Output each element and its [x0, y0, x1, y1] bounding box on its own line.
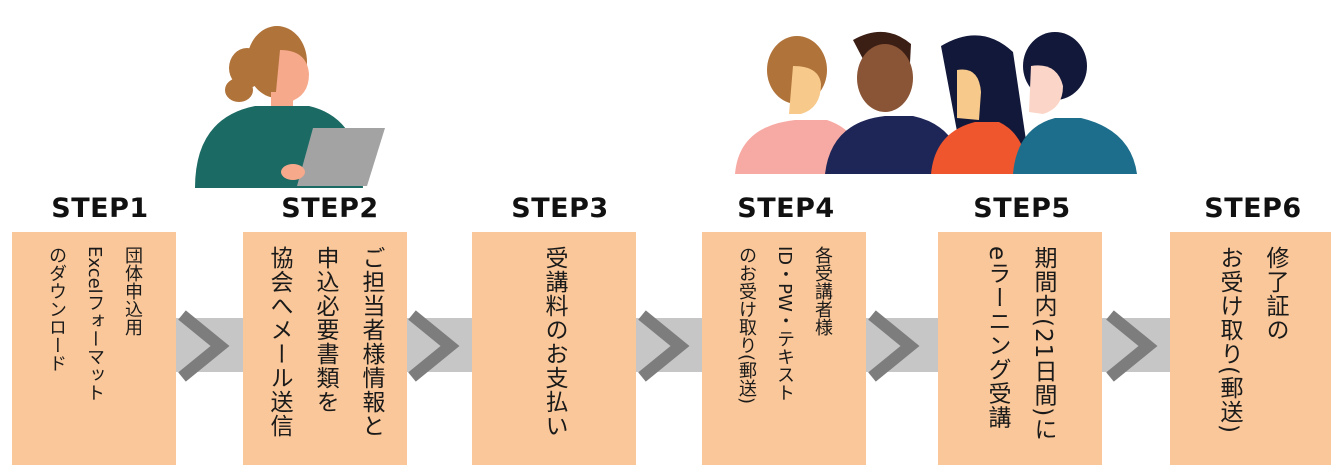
step-4-card: 各受講者様 ID・PW・テキスト のお受け取り(郵送) — [702, 232, 866, 465]
step-5-card: 期間内(21日間)に eラーニング受講 — [938, 232, 1102, 465]
step-6-card: 修了証の お受け取り(郵送) — [1170, 232, 1331, 465]
step-6-label: STEP6 — [1204, 193, 1302, 224]
chevron-right-icon — [868, 310, 920, 382]
chevron-right-icon — [178, 310, 230, 382]
chevron-right-icon — [1106, 310, 1158, 382]
step-6-text: 修了証の お受け取り(郵送) — [1216, 246, 1288, 434]
step-4-label: STEP4 — [737, 193, 835, 224]
person-with-laptop-illustration — [195, 26, 385, 188]
step-5-text: 期間内(21日間)に eラーニング受講 — [984, 246, 1056, 442]
step-3-label: STEP3 — [511, 193, 609, 224]
step-3-card: 受講料のお支払い — [472, 232, 636, 465]
chevron-right-icon — [638, 310, 690, 382]
step-2-card: ご担当者様情報と 申込必要書類を 協会へメール送信 — [243, 232, 407, 465]
chevron-right-icon — [408, 310, 460, 382]
group-of-people-illustration — [735, 31, 1137, 174]
step-1-text: 団体申込用 Excelフォーマット のダウンロード — [46, 246, 143, 402]
step-3-text: 受講料のお支払い — [541, 246, 567, 438]
step-5-label: STEP5 — [973, 193, 1071, 224]
step-2-text: ご担当者様情報と 申込必要書類を 協会へメール送信 — [266, 246, 384, 438]
step-1-label: STEP1 — [51, 193, 149, 224]
step-4-text: 各受講者様 ID・PW・テキスト のお受け取り(郵送) — [736, 246, 833, 405]
step-2-label: STEP2 — [281, 193, 379, 224]
step-1-card: 団体申込用 Excelフォーマット のダウンロード — [12, 232, 176, 465]
